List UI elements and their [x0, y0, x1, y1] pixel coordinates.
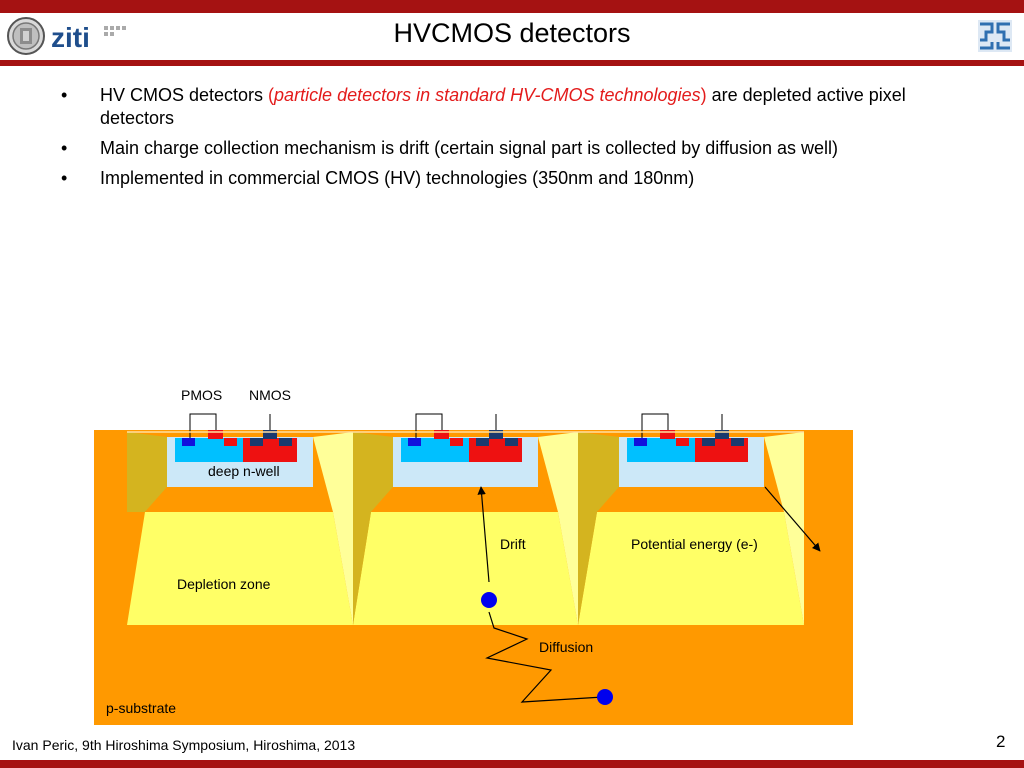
potential-energy-arrow	[764, 486, 821, 552]
label-depletion-zone: Depletion zone	[177, 576, 271, 592]
nmos-contact-left	[702, 438, 715, 446]
bullet-item: • Main charge collection mechanism is dr…	[58, 137, 958, 160]
nmos-contact-left	[476, 438, 489, 446]
nmos-contact-right	[505, 438, 518, 446]
label-deep-nwell: deep n-well	[208, 463, 280, 479]
bullet-item: • Implemented in commercial CMOS (HV) te…	[58, 167, 958, 190]
bottom-accent-bar	[0, 760, 1024, 768]
pixel-cell-2	[353, 413, 578, 625]
bullet-marker: •	[61, 138, 68, 158]
nmos-gate	[489, 430, 503, 439]
pmos-gate-wire	[415, 413, 443, 438]
nmos-contact-right	[279, 438, 292, 446]
pmos-contact-left	[634, 438, 647, 446]
hvcmos-cross-section-diagram: PMOS NMOS deep n-well Drift Potential en…	[0, 370, 1024, 735]
footer-citation: Ivan Peric, 9th Hiroshima Symposium, Hir…	[12, 737, 356, 753]
slide-title: HVCMOS detectors	[393, 18, 631, 48]
page-number: 2	[996, 732, 1006, 751]
depletion-zone	[353, 512, 578, 625]
pmos-gate	[208, 430, 223, 439]
bullet-marker: •	[61, 85, 68, 105]
depletion-side-right	[764, 432, 804, 625]
bullet-text-continued: are depleted active pixel detectors	[100, 85, 906, 128]
pmos-gate-wire	[641, 413, 669, 438]
pmos-contact-right	[450, 438, 463, 446]
label-drift: Drift	[500, 536, 526, 552]
ziti-logo-text: ziti	[51, 22, 90, 53]
pmos-gate	[660, 430, 675, 439]
bullet-text: Main charge collection mechanism is drif…	[100, 138, 838, 158]
nmos-gate	[715, 430, 729, 439]
top-accent-bar	[0, 0, 1024, 13]
diffusion-path	[485, 611, 604, 703]
nmos-gate	[263, 430, 277, 439]
bullet-list: • HV CMOS detectors (particle detectors …	[58, 84, 958, 197]
nmos-contact-right	[731, 438, 744, 446]
logo-dots	[104, 26, 126, 36]
pixel-cell-3	[578, 413, 804, 625]
label-nmos: NMOS	[249, 387, 291, 403]
label-pmos: PMOS	[181, 387, 222, 403]
depletion-side-left	[353, 432, 393, 625]
highlight-paren-open: (	[268, 85, 275, 105]
label-p-substrate: p-substrate	[106, 700, 176, 716]
ziti-logo: ziti	[6, 14, 131, 58]
drift-arrow	[477, 486, 490, 583]
pmos-contact-left	[182, 438, 195, 446]
electron-drift	[481, 592, 497, 608]
nwell-shoulder	[145, 487, 333, 512]
depletion-side-right	[538, 432, 578, 625]
highlight-paren-close: )	[700, 85, 707, 105]
header-divider-bar	[0, 60, 1024, 66]
pmos-contact-right	[676, 438, 689, 446]
institute-logo-icon	[976, 18, 1014, 54]
pmos-gate	[434, 430, 449, 439]
bullet-marker: •	[61, 168, 68, 188]
label-potential-energy: Potential energy (e-)	[631, 536, 758, 552]
depletion-side-right	[313, 432, 353, 625]
electron-diffusion	[597, 689, 613, 705]
depletion-zone	[127, 512, 353, 625]
label-diffusion: Diffusion	[539, 639, 593, 655]
depletion-zone	[578, 512, 804, 625]
nmos-contact-left	[250, 438, 263, 446]
bullet-highlight-text: particle detectors in standard HV-CMOS t…	[274, 85, 701, 105]
university-seal-icon	[7, 17, 45, 55]
bullet-text: HV CMOS detectors	[100, 85, 269, 105]
pixel-cell-1	[127, 413, 353, 625]
bullet-item: • HV CMOS detectors (particle detectors …	[58, 84, 958, 130]
nwell-shoulder	[597, 487, 784, 512]
bullet-text: Implemented in commercial CMOS (HV) tech…	[100, 168, 695, 188]
depletion-side-left	[578, 432, 619, 625]
pmos-gate-wire	[189, 413, 217, 438]
nwell-shoulder	[371, 487, 558, 512]
pmos-contact-right	[224, 438, 237, 446]
pmos-contact-left	[408, 438, 421, 446]
depletion-side-left	[127, 432, 167, 512]
